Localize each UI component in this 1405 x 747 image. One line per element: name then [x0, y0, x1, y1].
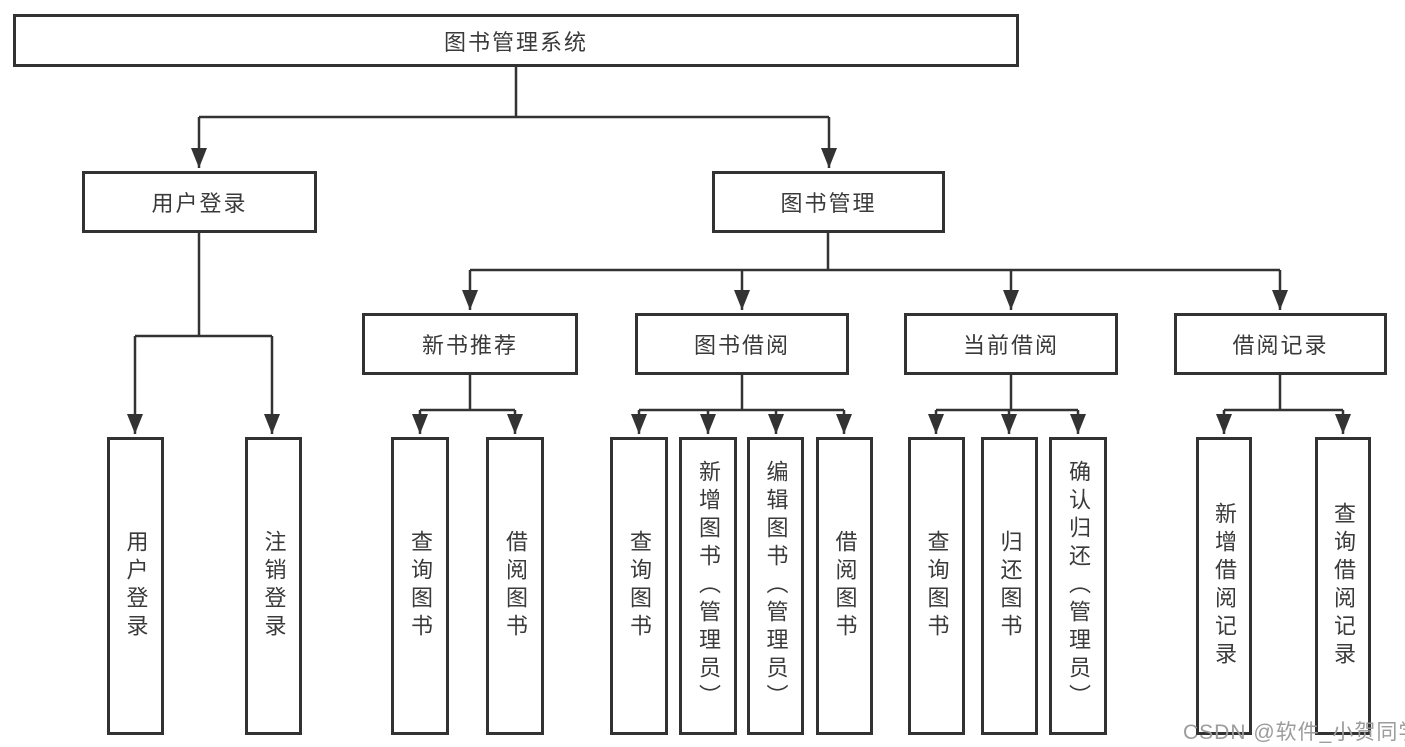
leaf-current-confirm-return-admin: 确认归还（管理员） [1049, 437, 1107, 735]
leaf-recommend-borrow-books: 借阅图书 [486, 437, 544, 735]
leaf-user-login: 用户登录 [107, 437, 164, 735]
leaf-records-add-record: 新增借阅记录 [1196, 437, 1252, 735]
node-book-management: 图书管理 [712, 171, 945, 233]
node-user-login: 用户登录 [82, 171, 317, 233]
leaf-current-return-books: 归还图书 [981, 437, 1038, 735]
leaf-records-query-record: 查询借阅记录 [1315, 437, 1371, 735]
csdn-watermark: CSDN @软件_小贺同学 [1183, 721, 1405, 744]
node-new-book-recommend: 新书推荐 [362, 313, 578, 375]
node-borrow-records: 借阅记录 [1174, 313, 1387, 375]
leaf-logout: 注销登录 [245, 437, 302, 735]
leaf-recommend-query-books: 查询图书 [391, 437, 449, 735]
tree-branch-lines [135, 67, 1343, 412]
node-current-borrow: 当前借阅 [904, 313, 1118, 375]
leaf-borrow-query-books: 查询图书 [610, 437, 668, 735]
leaf-borrow-edit-books-admin: 编辑图书（管理员） [747, 437, 804, 735]
leaf-borrow-borrow-books: 借阅图书 [816, 437, 873, 735]
leaf-borrow-add-books-admin: 新增图书（管理员） [679, 437, 737, 735]
leaf-current-query-books: 查询图书 [908, 437, 965, 735]
node-root-system: 图书管理系统 [13, 14, 1019, 67]
node-book-borrow: 图书借阅 [635, 313, 849, 375]
